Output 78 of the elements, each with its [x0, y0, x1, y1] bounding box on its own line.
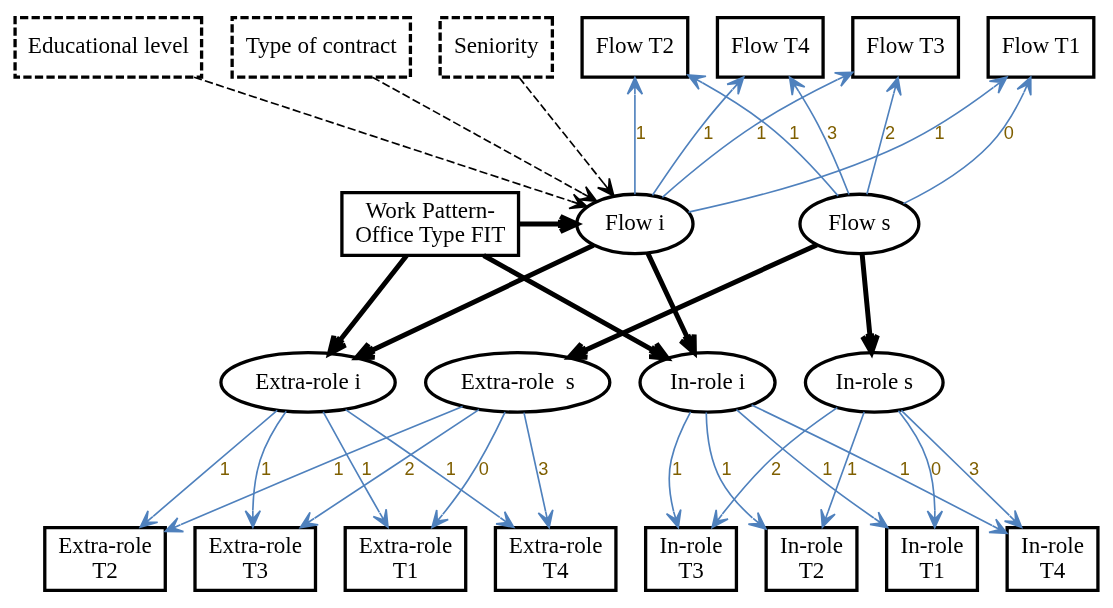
- node-ellipse: In-role i: [638, 351, 777, 414]
- arrow: [735, 408, 889, 529]
- node-box: Work Pattern- Office Type FIT: [340, 190, 521, 257]
- node-box: Flow T4: [715, 15, 825, 79]
- arrow: [523, 411, 554, 529]
- node-box: In-role T4: [1005, 526, 1100, 593]
- edge-label: 1: [721, 458, 732, 479]
- node-ellipse: Flow i: [575, 192, 695, 256]
- arrow: [518, 76, 615, 197]
- arrow: [299, 408, 480, 529]
- edge-label: 1: [260, 458, 272, 479]
- arrow: [164, 405, 464, 533]
- arrow: [820, 411, 865, 529]
- arrow: [344, 408, 515, 529]
- arrow: [902, 76, 1032, 205]
- edge-label: 3: [827, 123, 838, 144]
- arrow: [566, 242, 818, 360]
- edge-label: 1: [899, 458, 910, 479]
- edge-label: 1: [789, 123, 800, 144]
- edge-label: 1: [333, 458, 344, 479]
- arrow: [354, 243, 595, 361]
- arrow: [687, 74, 839, 197]
- arrow: [244, 410, 287, 529]
- arrow: [519, 214, 580, 234]
- arrow: [322, 410, 389, 529]
- edge-label: 0: [1003, 123, 1014, 144]
- edge-label: 1: [635, 123, 646, 144]
- arrow: [711, 406, 839, 529]
- edge-label: 2: [404, 458, 415, 479]
- node-ellipse: In-role s: [803, 351, 945, 414]
- arrow: [750, 404, 1008, 535]
- node-ellipse: Extra-role i: [219, 351, 397, 414]
- node-box: Flow T3: [851, 15, 961, 79]
- arrow: [139, 409, 279, 529]
- node-box: Flow T1: [986, 15, 1096, 79]
- node-ellipse: Extra-role s: [423, 351, 612, 414]
- node-box: Extra-role T3: [193, 526, 318, 593]
- arrow: [897, 410, 944, 529]
- node-box: Type of contract: [230, 15, 413, 79]
- arrow: [900, 409, 1023, 529]
- edge-label: 2: [884, 123, 895, 144]
- node-box: In-role T2: [764, 526, 859, 593]
- arrow: [651, 76, 745, 197]
- node-box: Extra-role T2: [43, 526, 167, 593]
- node-box: Educational level: [13, 15, 204, 79]
- arrow: [665, 411, 692, 529]
- edge-label: 2: [771, 458, 782, 479]
- node-ellipse: Flow s: [798, 192, 921, 256]
- edge-label: 1: [846, 458, 858, 479]
- edge-label: 3: [538, 458, 549, 479]
- arrow: [626, 76, 644, 196]
- node-box: Extra-role T4: [493, 526, 618, 593]
- node-box: In-role T3: [644, 526, 739, 593]
- arrow: [371, 76, 598, 202]
- edge-label: 1: [703, 123, 714, 144]
- edge-label: 0: [931, 458, 942, 479]
- arrow: [431, 411, 506, 529]
- edge-label: 1: [671, 458, 683, 479]
- edge-label: 0: [478, 458, 489, 479]
- node-box: In-role T1: [885, 526, 980, 593]
- arrow: [687, 76, 1008, 213]
- edge-label: 1: [361, 458, 372, 479]
- edge-label: 1: [219, 458, 230, 479]
- edge-label: 1: [934, 123, 945, 144]
- node-box: Flow T2: [580, 15, 690, 79]
- arrow: [645, 252, 697, 356]
- arrow: [788, 76, 850, 196]
- arrow: [866, 76, 902, 196]
- edge-label: 1: [822, 458, 833, 479]
- node-box: Seniority: [438, 15, 554, 79]
- edge-label: 1: [445, 458, 456, 479]
- node-box: Extra-role T1: [343, 526, 468, 593]
- arrow: [661, 71, 854, 199]
- edge-label: 1: [756, 123, 767, 144]
- arrow: [482, 253, 670, 361]
- arrow: [705, 411, 767, 530]
- arrow: [193, 76, 588, 210]
- edge-label: 3: [969, 458, 980, 479]
